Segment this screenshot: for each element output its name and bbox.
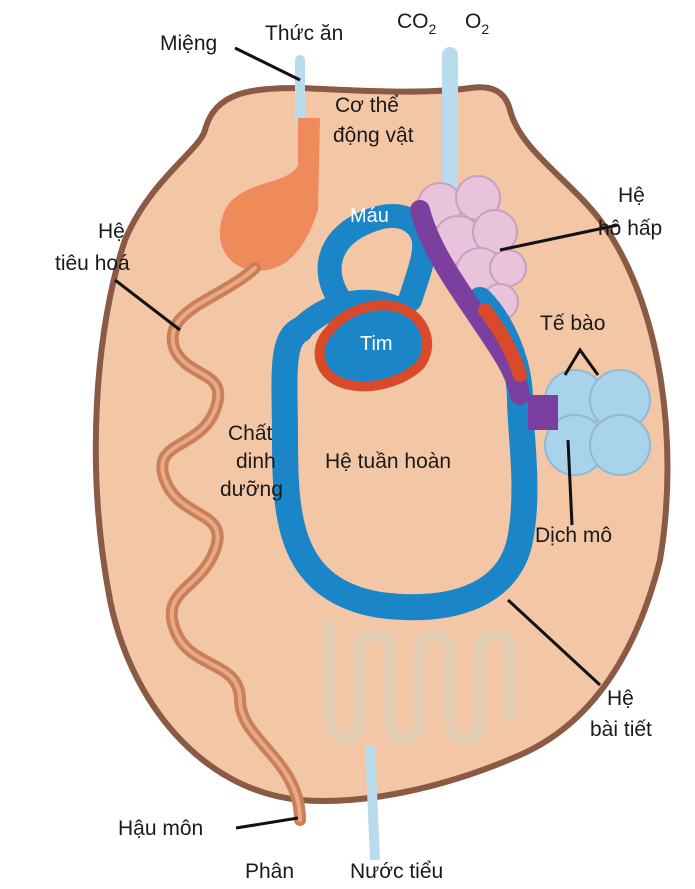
label-digestive-1: Hệ bbox=[98, 220, 125, 243]
label-tissue-fluid: Dịch mô bbox=[535, 524, 612, 547]
label-respiratory-2: hô hấp bbox=[598, 217, 662, 240]
label-feces: Phân bbox=[245, 860, 294, 883]
label-food: Thức ăn bbox=[265, 22, 343, 45]
label-nutrients-1: Chất bbox=[228, 422, 273, 445]
label-blood: Máu bbox=[350, 205, 389, 227]
label-digestive-2: tiêu hoá bbox=[55, 252, 130, 275]
label-respiratory-1: Hệ bbox=[618, 184, 645, 207]
label-body-2: động vật bbox=[333, 124, 414, 147]
label-body-1: Cơ thể bbox=[335, 94, 399, 117]
label-circulatory: Hệ tuần hoàn bbox=[325, 450, 451, 473]
label-nutrients-3: dưỡng bbox=[220, 478, 283, 501]
label-nutrients-2: dinh bbox=[236, 450, 276, 473]
label-excretory-1: Hệ bbox=[607, 687, 634, 710]
label-urine: Nước tiểu bbox=[350, 860, 443, 883]
label-co2: CO2 bbox=[397, 10, 437, 37]
label-heart: Tim bbox=[360, 333, 393, 355]
label-cells: Tế bào bbox=[540, 312, 605, 335]
label-mouth: Miệng bbox=[160, 32, 217, 55]
label-excretory-2: bài tiết bbox=[590, 718, 652, 741]
label-o2: O2 bbox=[465, 10, 489, 37]
label-anus: Hậu môn bbox=[118, 817, 203, 840]
